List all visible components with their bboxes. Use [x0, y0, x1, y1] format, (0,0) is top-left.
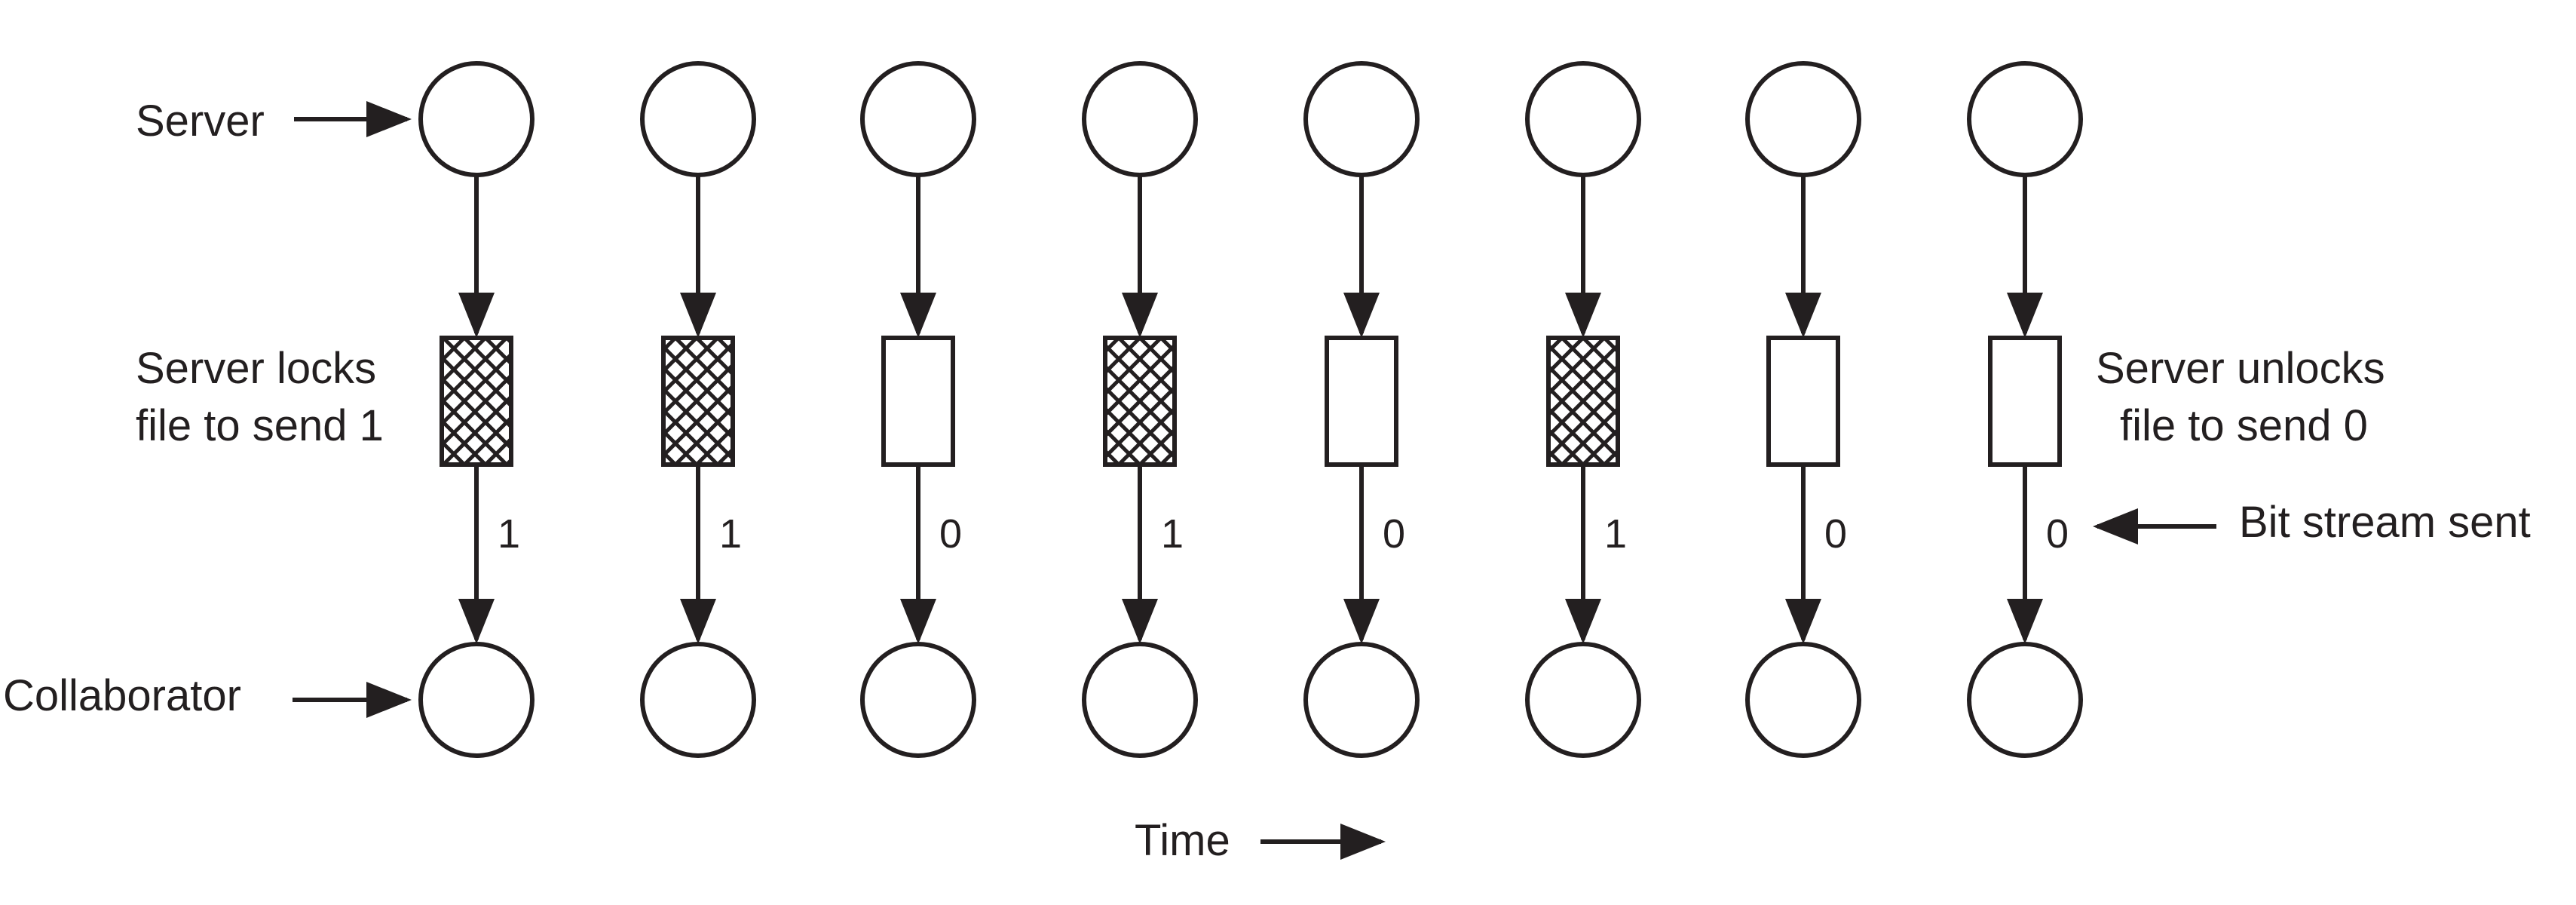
- bit-label-4: 1: [1161, 511, 1184, 557]
- collaborator-node-7: [1745, 642, 1861, 758]
- bit-label-3: 0: [939, 511, 962, 557]
- unlocked-file-box-7: [1766, 336, 1840, 467]
- server-node-8: [1967, 61, 2083, 177]
- time-slots: 1 1 0 1 0 1 0 0: [418, 61, 2083, 758]
- server-locks-label-line2: file to send 1: [136, 401, 384, 450]
- collaborator-node-3: [860, 642, 976, 758]
- locked-file-box-6: [1546, 336, 1620, 467]
- unlocked-file-box-5: [1325, 336, 1398, 467]
- server-unlocks-label-line1: Server unlocks: [2096, 344, 2385, 393]
- collaborator-node-8: [1967, 642, 2083, 758]
- server-node-1: [418, 61, 534, 177]
- locked-file-box-1: [440, 336, 513, 467]
- server-locks-label-line1: Server locks: [136, 344, 376, 393]
- unlocked-file-box-8: [1988, 336, 2062, 467]
- server-node-7: [1745, 61, 1861, 177]
- locked-file-box-2: [661, 336, 735, 467]
- server-node-4: [1082, 61, 1198, 177]
- collaborator-node-2: [640, 642, 756, 758]
- collaborator-node-5: [1303, 642, 1420, 758]
- time-label: Time: [1135, 816, 1230, 865]
- bit-label-8: 0: [2046, 511, 2069, 557]
- bit-label-5: 0: [1383, 511, 1405, 557]
- bit-stream-label: Bit stream sent: [2239, 498, 2531, 547]
- collaborator-label: Collaborator: [3, 671, 241, 720]
- collaborator-node-6: [1525, 642, 1641, 758]
- collaborator-node-1: [418, 642, 534, 758]
- server-node-2: [640, 61, 756, 177]
- server-unlocks-label-line2: file to send 0: [2120, 401, 2368, 450]
- bit-label-2: 1: [719, 511, 742, 557]
- unlocked-file-box-3: [881, 336, 955, 467]
- server-node-3: [860, 61, 976, 177]
- server-label: Server: [136, 97, 265, 146]
- bit-label-6: 1: [1604, 511, 1627, 557]
- bit-label-1: 1: [498, 511, 520, 557]
- locked-file-box-4: [1103, 336, 1177, 467]
- server-node-6: [1525, 61, 1641, 177]
- bit-label-7: 0: [1824, 511, 1847, 557]
- collaborator-node-4: [1082, 642, 1198, 758]
- server-node-5: [1303, 61, 1420, 177]
